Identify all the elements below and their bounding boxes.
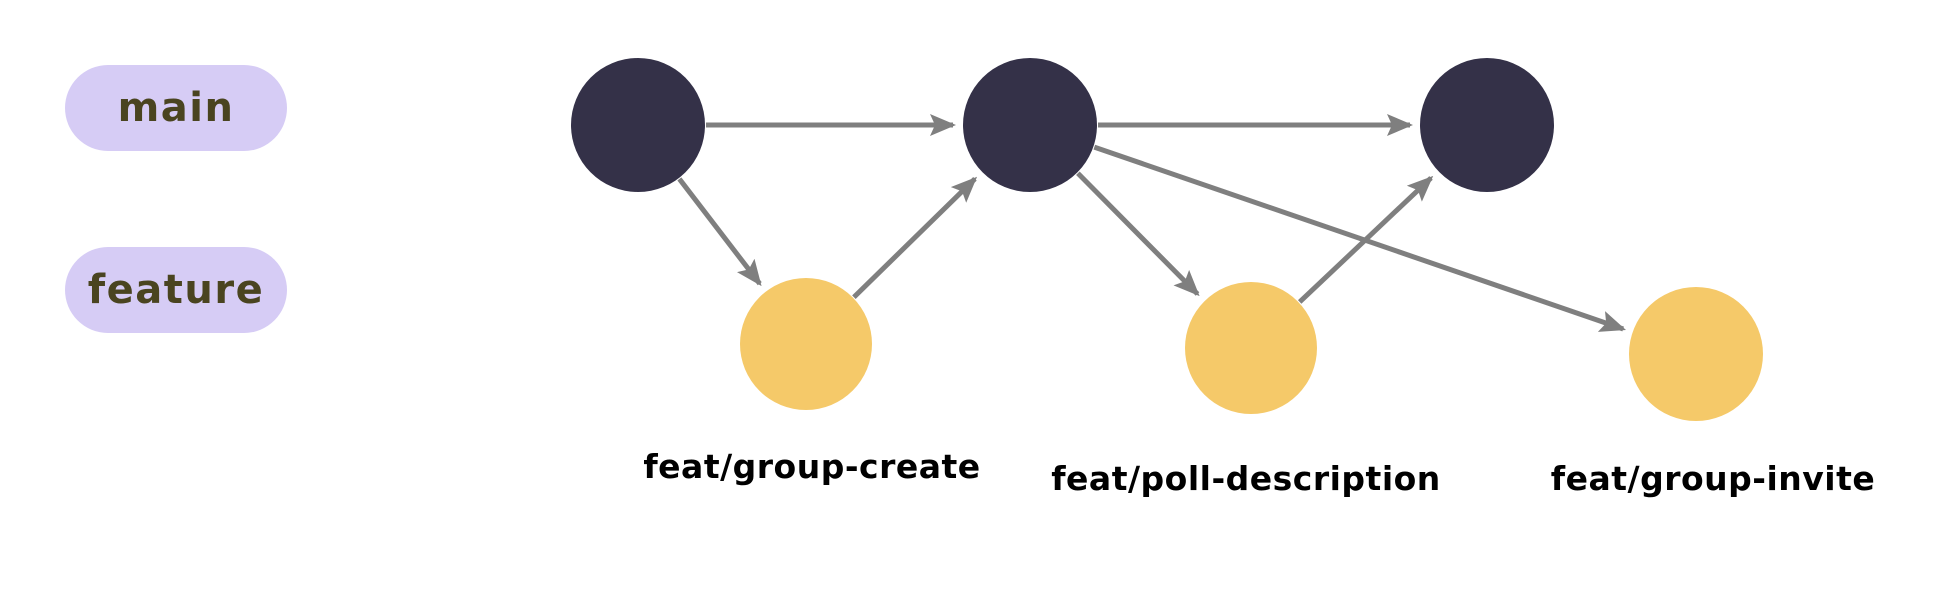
lane-label-feature[interactable]: feature: [65, 247, 287, 333]
lane-label-main[interactable]: main: [65, 65, 287, 151]
edge-layer: [677, 113, 1627, 332]
branch-name-label-group-invite: feat/group-invite: [1551, 459, 1876, 498]
commit-node-feat-group-create[interactable]: [740, 278, 872, 410]
branch-name-label-poll-description: feat/poll-description: [1051, 459, 1441, 498]
branch-name-label-group-create: feat/group-create: [643, 447, 980, 486]
commit-node-feat-poll-description[interactable]: [1185, 282, 1317, 414]
commit-edge-main-c1-to-feat-group-create: [677, 177, 762, 287]
commit-node-feat-group-invite[interactable]: [1629, 287, 1763, 421]
lane-label-feature-text: feature: [87, 267, 265, 313]
commit-edge-main-c2-to-feat-poll-description: [1076, 171, 1200, 297]
node-layer: [571, 58, 1763, 421]
lane-label-main-text: main: [117, 85, 235, 131]
commit-node-main-c3[interactable]: [1420, 58, 1554, 192]
commit-node-main-c1[interactable]: [571, 58, 705, 192]
branch-label-layer: feat/group-create feat/poll-description fe…: [643, 447, 1876, 498]
commit-edge-main-c2-to-feat-group-invite: [1093, 144, 1627, 332]
commit-node-main-c2[interactable]: [963, 58, 1097, 192]
commit-edge-feat-group-create-to-main-c2: [852, 176, 978, 299]
